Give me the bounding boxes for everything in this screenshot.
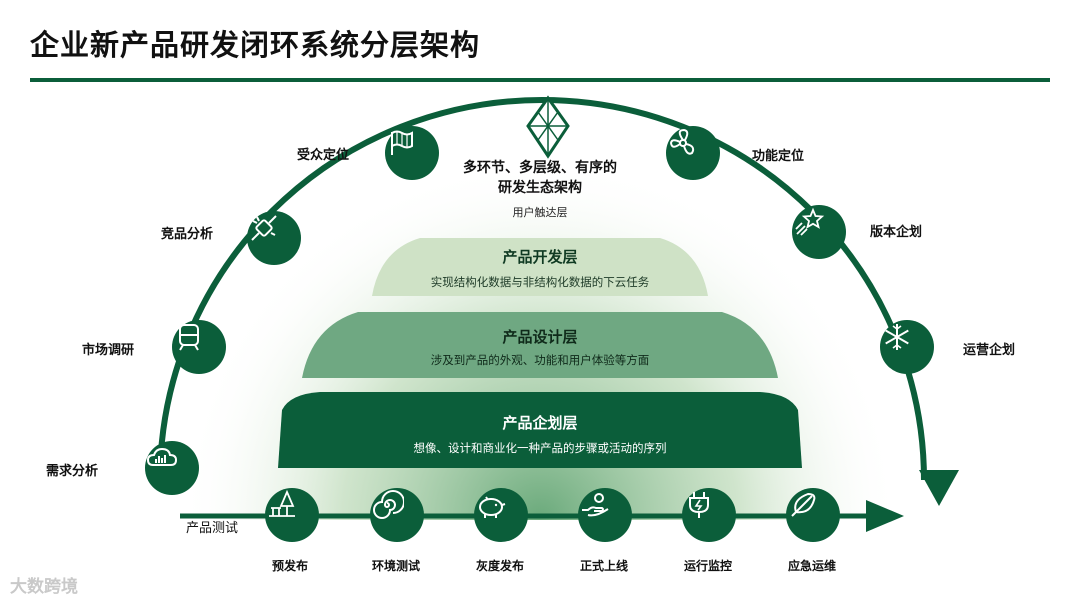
touch-layer-label: 用户触达层	[512, 206, 568, 219]
layer-plan-title: 产品企划层	[502, 414, 578, 432]
label-official-launch: 正式上线	[580, 559, 629, 573]
layer-plan-desc: 想像、设计和商业化一种产品的步骤或活动的序列	[413, 441, 667, 455]
title-divider	[30, 78, 1050, 82]
node-audience-positioning	[385, 126, 439, 180]
hand-coin-icon	[582, 493, 609, 517]
label-gray-release: 灰度发布	[476, 559, 525, 573]
cloud-bars-icon	[146, 447, 178, 466]
plug-icon	[251, 215, 277, 241]
label-environment-test: 环境测试	[372, 559, 421, 573]
label-market-research: 市场调研	[82, 343, 135, 358]
node-environment-test	[370, 488, 424, 542]
label-pre-release: 预发布	[272, 559, 309, 573]
layer-dev-desc: 实现结构化数据与非结构化数据的下云任务	[430, 275, 650, 289]
flag-icon	[391, 130, 413, 155]
layer-design-title: 产品设计层	[502, 328, 578, 346]
label-operation-planning: 运营企划	[963, 343, 1016, 358]
node-competitor-analysis	[247, 211, 301, 265]
node-pre-release	[265, 488, 319, 542]
center-title-line2: 研发生态架构	[498, 180, 582, 196]
page-title: 企业新产品研发闭环系统分层架构	[30, 28, 481, 62]
node-market-research	[172, 320, 226, 374]
snowflake-icon	[885, 324, 909, 350]
power-plug-icon	[689, 492, 709, 518]
label-demand-analysis: 需求分析	[46, 464, 99, 479]
spiral-icon	[373, 490, 404, 519]
apex-diamond-icon	[526, 95, 570, 159]
label-audience-positioning: 受众定位	[297, 148, 350, 163]
label-runtime-monitoring: 运行监控	[684, 559, 733, 573]
layer-plan-shape	[278, 392, 802, 468]
piggy-bank-icon	[479, 496, 506, 518]
node-official-launch	[578, 488, 632, 542]
arc-arrow-head	[919, 470, 959, 506]
park-icon	[269, 489, 295, 517]
train-icon	[179, 324, 199, 351]
label-function-positioning: 功能定位	[752, 149, 805, 164]
label-product-testing: 产品测试	[186, 521, 239, 536]
node-gray-release	[474, 488, 528, 542]
shooting-star-icon	[795, 207, 825, 236]
timeline-arrow-head	[866, 500, 904, 532]
node-emergency-ops	[786, 488, 840, 542]
node-runtime-monitoring	[682, 488, 736, 542]
label-version-planning: 版本企划	[870, 225, 923, 240]
layer-design-desc: 涉及到产品的外观、功能和用户体验等方面	[430, 353, 650, 367]
layer-dev-shape	[372, 238, 708, 296]
center-title: 多环节、多层级、有序的 研发生态架构	[440, 158, 640, 198]
layer-design-shape	[302, 312, 778, 378]
fan-icon	[669, 128, 695, 155]
label-emergency-ops: 应急运维	[788, 559, 837, 573]
node-demand-analysis	[145, 441, 199, 495]
feather-icon	[791, 492, 816, 517]
label-competitor-analysis: 竞品分析	[161, 227, 214, 242]
node-function-positioning	[666, 126, 720, 180]
center-title-line1: 多环节、多层级、有序的	[463, 160, 617, 176]
outer-arc	[157, 97, 927, 481]
watermark: 大数跨境	[10, 577, 78, 597]
node-operation-planning	[880, 320, 934, 374]
node-version-planning	[792, 205, 846, 259]
layer-dev-title: 产品开发层	[502, 248, 578, 266]
